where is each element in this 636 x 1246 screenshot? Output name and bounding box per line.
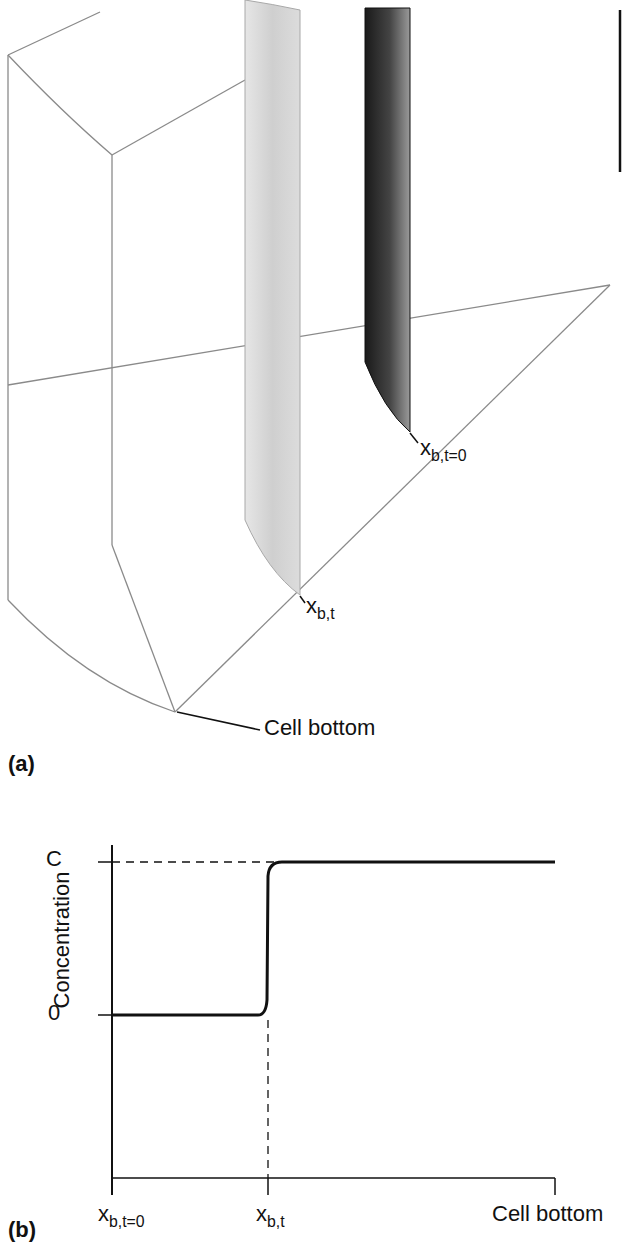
- moving-boundary: [245, 0, 300, 595]
- axis-title: Concentration: [50, 872, 74, 1009]
- leader-line: [177, 712, 260, 730]
- initial-boundary: [365, 8, 410, 432]
- position-label: xb,t: [256, 1202, 285, 1226]
- position-label: xb,t=0: [98, 1202, 145, 1226]
- concentration-curve: [112, 862, 555, 1015]
- meniscus-line: [619, 10, 622, 172]
- panel-letter: (b): [8, 1218, 36, 1242]
- position-label: xb,t=0: [420, 436, 467, 460]
- plot-axes: [98, 845, 555, 1195]
- position-label: Cell bottom: [264, 716, 375, 740]
- position-label: Cell bottom: [492, 1202, 603, 1226]
- leader-line: [300, 596, 305, 603]
- panel-letter: (a): [8, 752, 35, 776]
- guide-dashed: [267, 1020, 268, 1178]
- leader-line: [410, 433, 418, 443]
- position-label: C: [46, 847, 62, 871]
- cell-wireframe: [8, 12, 610, 712]
- position-label: xb,t: [306, 594, 335, 618]
